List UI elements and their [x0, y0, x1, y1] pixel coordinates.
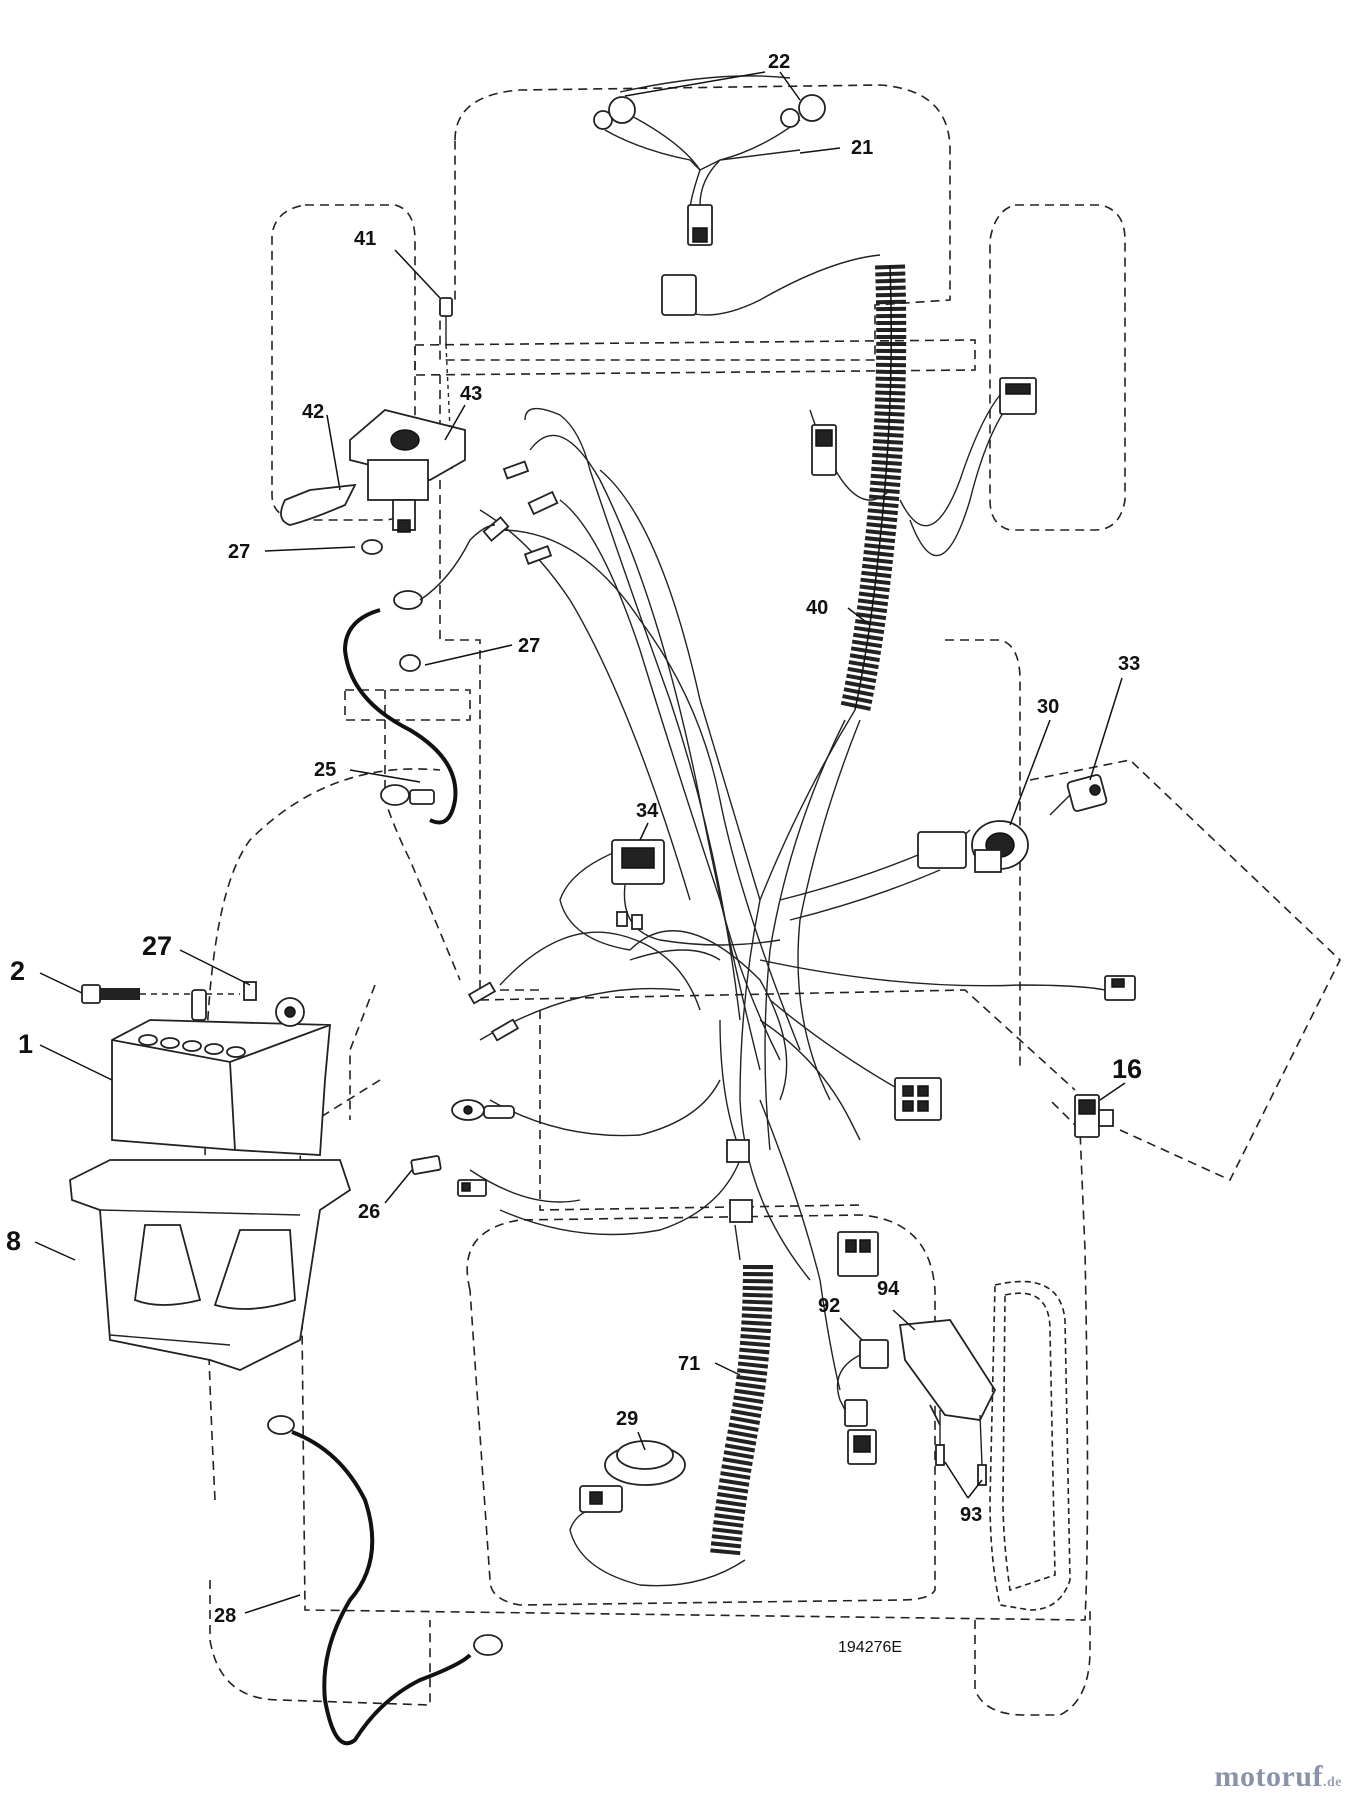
watermark-tld: .de	[1323, 1775, 1342, 1790]
callout-22: 22	[768, 51, 790, 73]
callout-27-battery: 27	[142, 931, 172, 961]
callout-40: 40	[806, 597, 828, 619]
battery-cable-28	[267, 1415, 503, 1746]
callout-33: 33	[1118, 653, 1140, 675]
callout-92: 92	[818, 1295, 840, 1317]
callout-71: 71	[678, 1353, 700, 1375]
callout-34: 34	[636, 800, 659, 822]
fuse-holder	[410, 1099, 515, 1197]
watermark-logo: motoruf.de	[1215, 1760, 1342, 1794]
callout-1: 1	[18, 1029, 33, 1059]
callout-16: 16	[1112, 1054, 1142, 1084]
harness-wires	[469, 407, 1106, 1391]
battery-assembly	[69, 981, 352, 1371]
interlock-switch	[836, 1280, 1071, 1611]
callout-27-mid: 27	[518, 635, 540, 657]
wire-connectors	[467, 460, 1136, 1277]
watermark-brand: motoruf	[1214, 1760, 1323, 1793]
callout-25: 25	[314, 759, 336, 781]
plunger-switch	[1074, 1094, 1114, 1138]
rocker-switch	[611, 839, 781, 946]
callout-8: 8	[6, 1226, 21, 1256]
headlight-assembly	[593, 75, 826, 246]
callout-42: 42	[302, 401, 324, 423]
starter-solenoid	[280, 297, 496, 672]
chassis-outline	[204, 84, 1341, 1716]
ignition-switch	[917, 774, 1108, 873]
callout-29: 29	[616, 1408, 638, 1430]
callout-21: 21	[851, 137, 873, 159]
callout-94: 94	[877, 1278, 900, 1300]
callout-26: 26	[358, 1201, 380, 1223]
callout-93: 93	[960, 1504, 982, 1526]
leader-lines	[34, 71, 1126, 1614]
lower-conduit	[569, 1264, 773, 1587]
ground-cable-25	[342, 608, 458, 825]
main-harness-conduit	[661, 254, 1037, 714]
callout-2: 2	[10, 956, 25, 986]
callout-30: 30	[1037, 696, 1059, 718]
battery-cell-caps	[138, 1034, 246, 1058]
callout-43: 43	[460, 383, 482, 405]
callout-28: 28	[214, 1605, 236, 1627]
callout-41: 41	[354, 228, 376, 250]
drawing-code: 194276E	[838, 1639, 902, 1656]
callout-labels: 22 21 41 42 43 27 27 25 27 2 1 8 26 34 4…	[6, 51, 1142, 1656]
callout-27-solenoid: 27	[228, 541, 250, 563]
